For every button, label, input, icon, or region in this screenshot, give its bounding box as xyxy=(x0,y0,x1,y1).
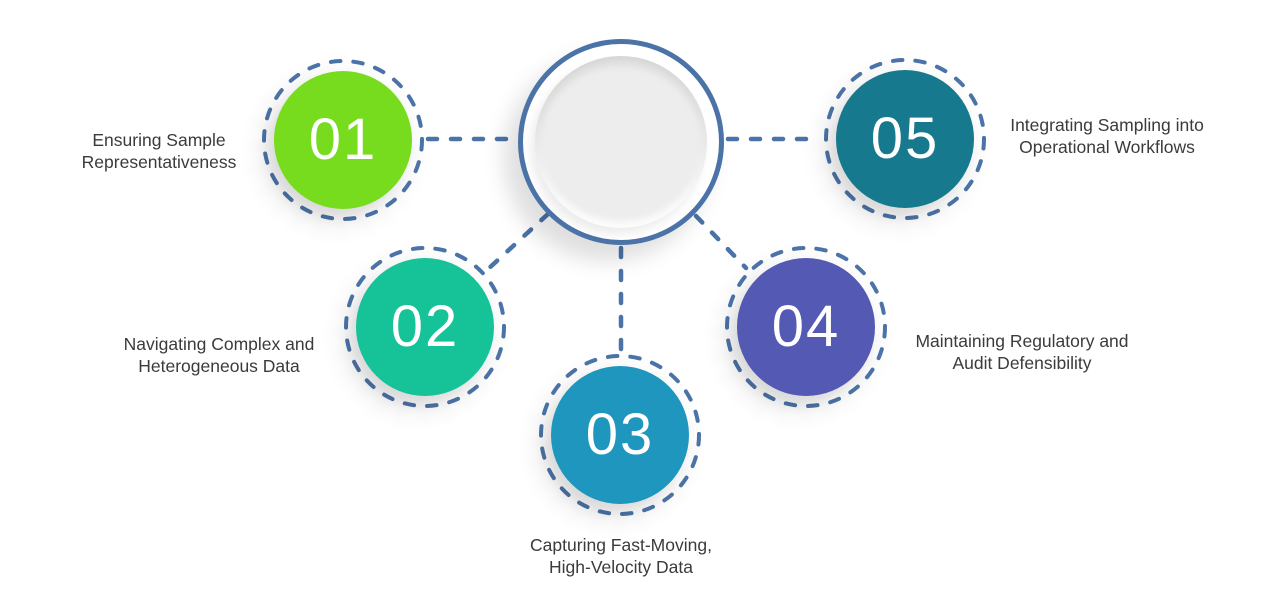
dashed-ring xyxy=(725,246,887,408)
step-number-01: 01 xyxy=(308,107,378,172)
step-label-04: Maintaining Regulatory and Audit Defensi… xyxy=(882,330,1162,374)
step-node-04: 04 xyxy=(721,242,891,412)
step-node-02: 02 xyxy=(340,242,510,412)
step-label-03-line1: Capturing Fast-Moving, xyxy=(530,535,712,555)
dashed-ring xyxy=(344,246,506,408)
step-label-05-line1: Integrating Sampling into xyxy=(1010,115,1204,135)
step-label-04-line2: Audit Defensibility xyxy=(952,353,1092,373)
step-node-01: 01 xyxy=(258,55,428,225)
step-label-03: Capturing Fast-Moving, High-Velocity Dat… xyxy=(481,534,761,578)
center-hub-circle xyxy=(518,39,724,245)
step-label-01-line2: Representativeness xyxy=(81,152,237,172)
step-node-05: 05 xyxy=(820,54,990,224)
step-label-01: Ensuring Sample Representativeness xyxy=(19,129,299,173)
step-circle-04: 04 xyxy=(737,258,875,396)
step-label-02-line2: Heterogeneous Data xyxy=(138,356,300,376)
step-circle-05: 05 xyxy=(836,70,974,208)
step-label-02: Navigating Complex and Heterogeneous Dat… xyxy=(79,333,359,377)
step-label-02-line1: Navigating Complex and xyxy=(123,334,315,354)
step-number-02: 02 xyxy=(390,294,460,359)
step-number-05: 05 xyxy=(870,106,940,171)
dashed-ring xyxy=(539,354,701,516)
step-label-03-line2: High-Velocity Data xyxy=(549,557,693,577)
step-number-04: 04 xyxy=(771,294,841,359)
step-number-03: 03 xyxy=(585,402,655,467)
dashed-ring xyxy=(824,58,986,220)
step-node-03: 03 xyxy=(535,350,705,520)
step-circle-02: 02 xyxy=(356,258,494,396)
dashed-ring xyxy=(262,59,424,221)
step-label-04-line1: Maintaining Regulatory and xyxy=(915,331,1129,351)
step-circle-01: 01 xyxy=(274,71,412,209)
step-circle-03: 03 xyxy=(551,366,689,504)
center-inner-disc xyxy=(535,56,707,228)
connector-center-to-02 xyxy=(484,211,551,273)
step-label-05-line2: Operational Workflows xyxy=(1019,137,1195,157)
step-label-01-line1: Ensuring Sample xyxy=(92,130,226,150)
step-label-05: Integrating Sampling into Operational Wo… xyxy=(967,114,1247,158)
